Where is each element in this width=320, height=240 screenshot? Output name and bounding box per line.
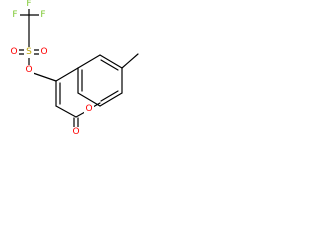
bond-o1-c8a [92, 102, 101, 108]
atom-label-o-ester: O [25, 65, 32, 75]
bond-c5-c6-double [100, 59, 119, 71]
bond-c4a-c5 [77, 54, 101, 69]
atom-label-o-sulfonyl-right: O [40, 47, 47, 57]
bond-c7-c8 [99, 92, 123, 107]
label-bg-o-sulfonyl-left [9, 47, 19, 58]
bonds-group [15, 3, 139, 129]
atom-label-f-left: F [12, 10, 17, 20]
bond-c4-c4a [55, 67, 79, 82]
bond-o-ester-c4 [32, 72, 57, 82]
atom-label-f-right: F [40, 10, 45, 20]
label-bg-s [24, 47, 34, 58]
label-bg-f2 [39, 10, 48, 20]
bond-c7-methyl [121, 53, 139, 69]
label-bg-f1 [11, 10, 20, 20]
atom-label-s: S [26, 47, 32, 57]
atom-label-o-ring: O [85, 104, 92, 114]
label-bg-o-carbonyl [71, 127, 81, 138]
bond-c3-c2 [55, 105, 77, 118]
bond-c5-c6 [99, 54, 123, 69]
bond-c2-o1 [75, 111, 86, 118]
label-bg-f3 [25, 0, 34, 9]
atom-label-o-sulfonyl-left: O [10, 47, 17, 57]
chemical-structure-diagram: F F F S O O O O O [9, 0, 139, 138]
atom-label-o-carbonyl: O [72, 127, 79, 137]
atom-label-f-top: F [26, 0, 31, 9]
bond-c8-c8a [77, 92, 101, 107]
label-bg-o-sulfonyl-right [39, 47, 49, 58]
atom-labels-group: F F F S O O O O O [9, 0, 94, 138]
label-bg-o-ester [24, 65, 34, 76]
structure-canvas: F F F S O O O O O [0, 0, 150, 150]
bond-c7-c8-double [100, 90, 119, 102]
label-bg-o-ring [84, 104, 94, 115]
